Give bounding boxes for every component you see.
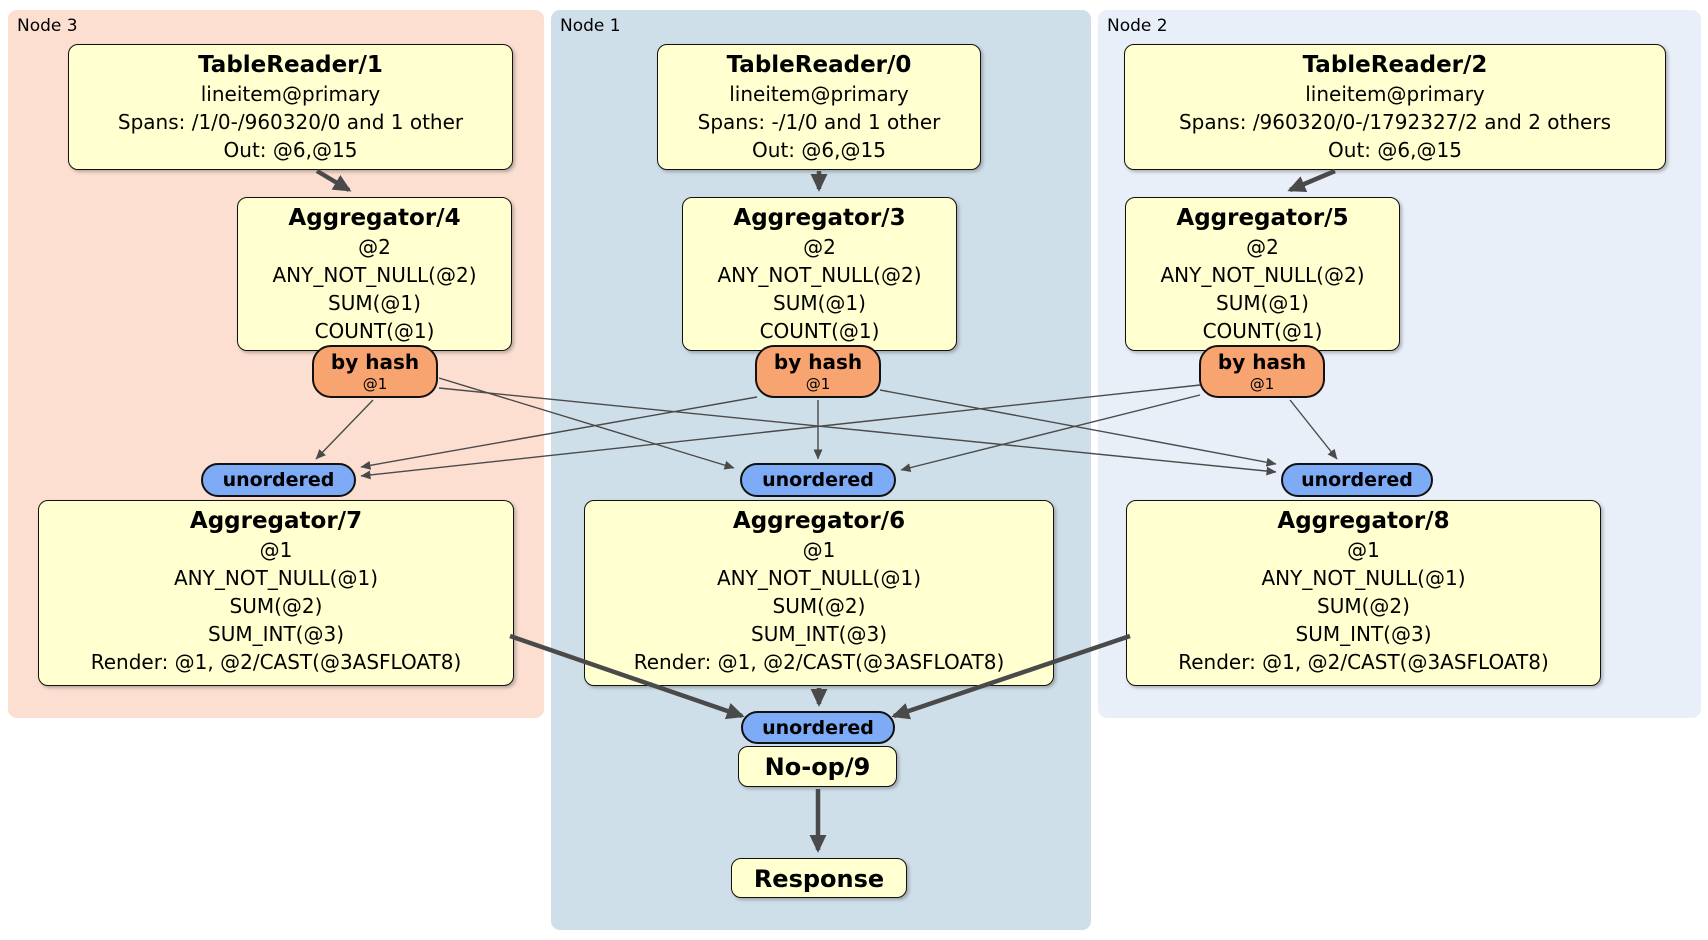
router-detail: @1 [362,375,388,393]
aggregator-fn: SUM(@2) [772,594,866,618]
aggregator-fn: SUM(@1) [1216,291,1309,315]
router-by-hash-node-1: by hash @1 [755,345,881,398]
aggregator-fn: COUNT(@1) [1202,319,1323,343]
aggregator-top-box-node-1: Aggregator/3 @2 ANY_NOT_NULL(@2) SUM(@1)… [682,197,957,351]
aggregator-group-cols: @1 [259,538,293,562]
table-reader-out: Out: @6,@15 [1328,138,1462,162]
aggregator-fn: ANY_NOT_NULL(@2) [717,263,922,287]
table-reader-box-node-3: TableReader/1 lineitem@primary Spans: /1… [68,44,513,170]
table-reader-spans: Spans: /960320/0-/1792327/2 and 2 others [1178,110,1611,134]
table-reader-index: lineitem@primary [729,82,909,106]
aggregator-render: Render: @1, @2/CAST(@3ASFLOAT8) [633,650,1005,674]
table-reader-out: Out: @6,@15 [752,138,886,162]
noop-box: No-op/9 [738,746,897,787]
router-label: by hash [330,350,420,374]
aggregator-fn: ANY_NOT_NULL(@1) [717,566,921,590]
aggregator-fn: COUNT(@1) [314,319,435,343]
aggregator-title: Aggregator/8 [1277,508,1450,534]
sync-unordered-node-2: unordered [1281,463,1433,497]
aggregator-fn: SUM(@1) [328,291,421,315]
table-reader-spans: Spans: /1/0-/960320/0 and 1 other [117,110,464,134]
aggregator-fn: SUM(@2) [229,594,323,618]
aggregator-fn: SUM(@2) [1317,594,1410,618]
router-detail: @1 [1249,375,1275,393]
aggregator-fn: SUM_INT(@3) [1295,622,1432,646]
sync-unordered-node-3: unordered [201,463,356,497]
aggregator-top-box-node-2: Aggregator/5 @2 ANY_NOT_NULL(@2) SUM(@1)… [1125,197,1400,351]
aggregator-fn: COUNT(@1) [759,319,880,343]
aggregator-fn: ANY_NOT_NULL(@2) [1160,263,1365,287]
aggregator-fn: SUM(@1) [773,291,866,315]
aggregator-render: Render: @1, @2/CAST(@3ASFLOAT8) [1178,650,1549,674]
table-reader-out: Out: @6,@15 [223,138,358,162]
table-reader-box-node-2: TableReader/2 lineitem@primary Spans: /9… [1124,44,1666,170]
router-label: by hash [773,350,863,374]
panel-label-node-2: Node 2 [1107,16,1168,36]
aggregator-fn: SUM_INT(@3) [208,622,344,646]
response-title: Response [753,865,885,893]
table-reader-title: TableReader/0 [726,52,912,78]
router-detail: @1 [805,375,831,393]
table-reader-box-node-1: TableReader/0 lineitem@primary Spans: -/… [657,44,981,170]
aggregator-title: Aggregator/7 [189,508,363,534]
aggregator-bottom-box-node-2: Aggregator/8 @1 ANY_NOT_NULL(@1) SUM(@2)… [1126,500,1601,686]
router-by-hash-node-2: by hash @1 [1199,345,1325,398]
aggregator-title: Aggregator/6 [732,508,906,534]
aggregator-title: Aggregator/3 [733,205,906,231]
aggregator-title: Aggregator/5 [1176,205,1349,231]
panel-label-node-3: Node 3 [17,16,78,36]
aggregator-group-cols: @2 [1246,235,1279,259]
sync-unordered-node-1: unordered [740,463,896,497]
aggregator-group-cols: @2 [358,235,391,259]
router-by-hash-node-3: by hash @1 [312,345,438,398]
aggregator-fn: ANY_NOT_NULL(@1) [174,566,378,590]
sync-unordered-final: unordered [741,711,895,744]
table-reader-spans: Spans: -/1/0 and 1 other [697,110,941,134]
aggregator-bottom-box-node-3: Aggregator/7 @1 ANY_NOT_NULL(@1) SUM(@2)… [38,500,514,686]
table-reader-index: lineitem@primary [200,82,381,106]
aggregator-fn: ANY_NOT_NULL(@1) [1261,566,1466,590]
aggregator-bottom-box-node-1: Aggregator/6 @1 ANY_NOT_NULL(@1) SUM(@2)… [584,500,1054,686]
aggregator-render: Render: @1, @2/CAST(@3ASFLOAT8) [90,650,462,674]
aggregator-title: Aggregator/4 [288,205,461,231]
aggregator-group-cols: @2 [803,235,836,259]
aggregator-group-cols: @1 [802,538,836,562]
router-label: by hash [1217,350,1307,374]
table-reader-title: TableReader/1 [198,52,383,78]
aggregator-fn: ANY_NOT_NULL(@2) [272,263,477,287]
table-reader-title: TableReader/2 [1302,52,1488,78]
table-reader-index: lineitem@primary [1305,82,1485,106]
aggregator-top-box-node-3: Aggregator/4 @2 ANY_NOT_NULL(@2) SUM(@1)… [237,197,512,351]
panel-label-node-1: Node 1 [560,16,621,36]
noop-title: No-op/9 [764,753,871,781]
aggregator-group-cols: @1 [1347,538,1380,562]
aggregator-fn: SUM_INT(@3) [751,622,887,646]
response-box: Response [731,858,907,898]
